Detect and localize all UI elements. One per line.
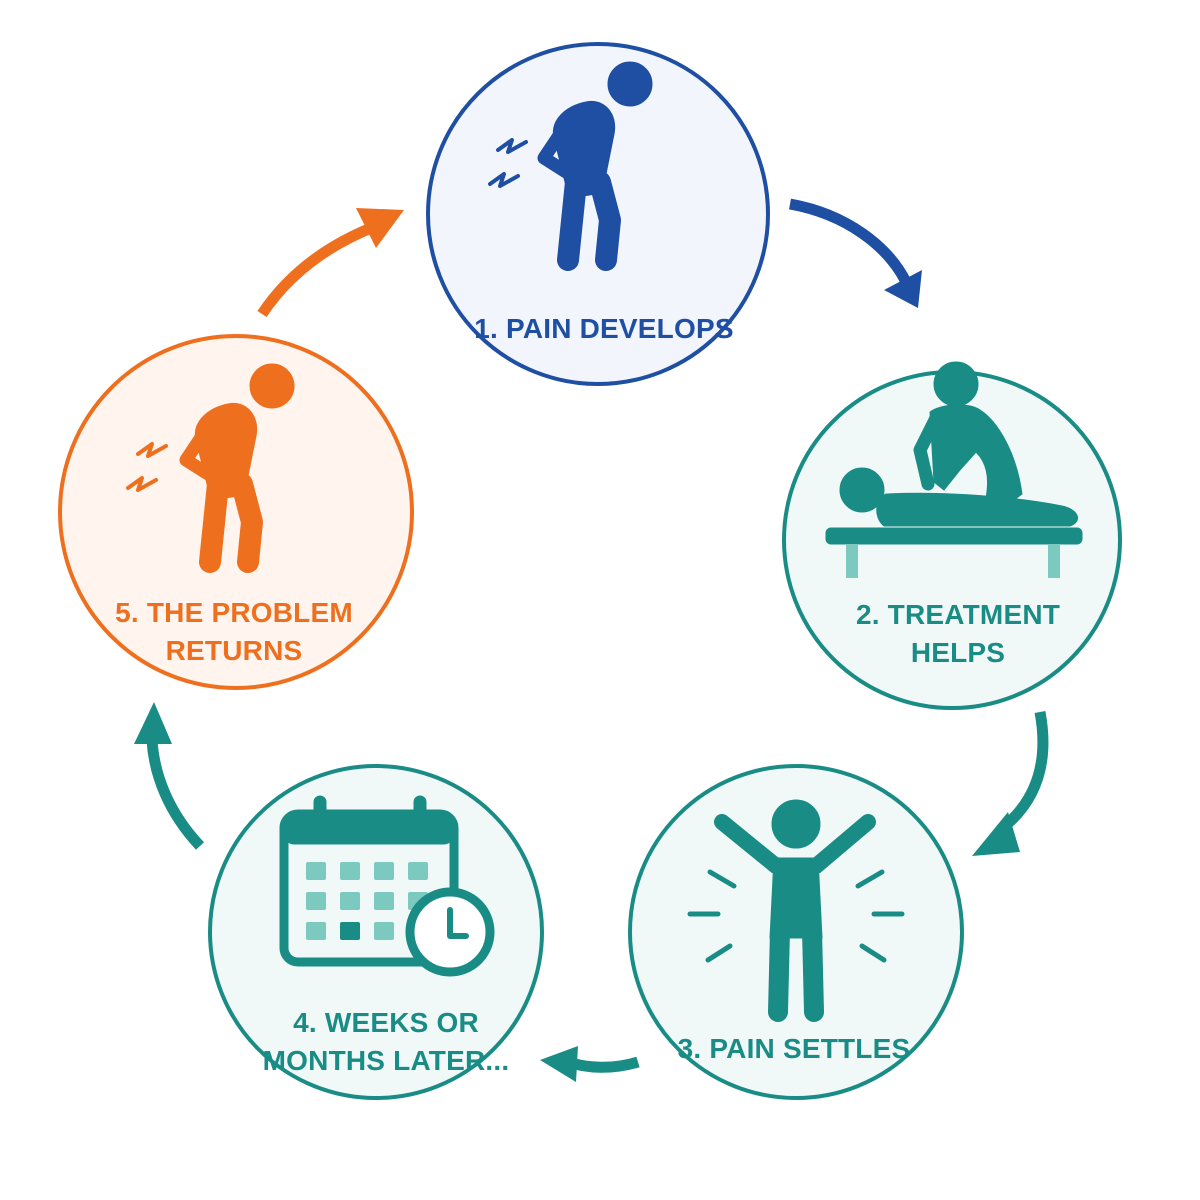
step-5-circle	[58, 334, 414, 690]
step-2-label-line-1: 2. TREATMENT	[855, 599, 1061, 630]
arrow-3-to-4	[540, 1046, 640, 1082]
calendar-day-cell	[408, 862, 428, 880]
calendar-day-cell	[340, 862, 360, 880]
step-3-label-line-1: 3. PAIN SETTLES	[677, 1033, 911, 1064]
massage-treatment-icon	[825, 361, 1083, 578]
step-5-label-line-2: RETURNS	[165, 635, 303, 666]
calendar-day-cell	[374, 922, 394, 940]
arrow-5-to-1	[257, 208, 404, 318]
calendar-clock-icon	[279, 795, 495, 977]
step-2-label-line-2: HELPS	[910, 637, 1006, 668]
calendar-day-cell	[306, 892, 326, 910]
calendar-day-cell	[340, 892, 360, 910]
step-5-label-line-1: 5. THE PROBLEM	[115, 597, 353, 628]
step-2-label: 2. TREATMENT HELPS	[856, 596, 1060, 672]
step-3-label: 3. PAIN SETTLES	[678, 1030, 911, 1068]
step-1-label: 1. PAIN DEVELOPS	[474, 310, 733, 348]
step-4-label: 4. WEEKS OR MONTHS LATER...	[263, 1004, 510, 1080]
calendar-day-cell	[374, 862, 394, 880]
arrow-1-to-2	[789, 198, 922, 308]
step-4-label-line-1: 4. WEEKS OR	[293, 1007, 479, 1038]
step-5-label: 5. THE PROBLEM RETURNS	[115, 594, 353, 670]
arrow-4-to-5	[134, 702, 205, 850]
calendar-day-cell	[306, 922, 326, 940]
step-1-label-line-1: 1. PAIN DEVELOPS	[474, 313, 734, 344]
calendar-day-cell	[340, 922, 360, 940]
calendar-day-cell	[306, 862, 326, 880]
arrow-2-to-3	[972, 711, 1049, 856]
person-arms-raised-icon	[687, 799, 905, 1022]
step-4-label-line-2: MONTHS LATER...	[262, 1045, 510, 1076]
calendar-day-cell	[374, 892, 394, 910]
